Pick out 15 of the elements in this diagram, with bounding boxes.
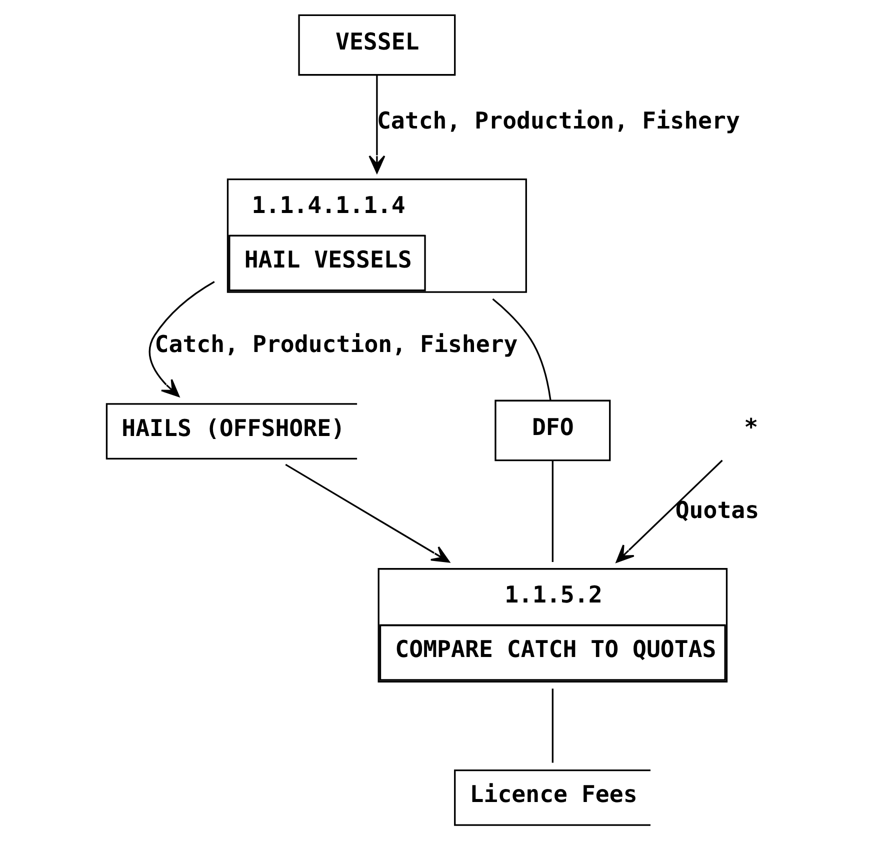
arrow [616, 460, 723, 563]
edge-label: Catch, Production, Fishery [376, 107, 740, 134]
arrow [148, 281, 215, 398]
edge-label: Catch, Production, Fishery [154, 331, 518, 358]
node-text: * [744, 414, 758, 441]
node-text: HAILS (OFFSHORE) [122, 414, 346, 442]
node-text: Licence Fees [470, 781, 638, 808]
node-box: VESSEL [298, 14, 456, 76]
arrow [368, 75, 386, 174]
edge-label: Quotas [675, 496, 760, 524]
connector [492, 298, 552, 400]
connector [552, 688, 554, 763]
node-box: DFO [494, 400, 611, 462]
arrow [285, 464, 450, 563]
connector [552, 460, 554, 562]
